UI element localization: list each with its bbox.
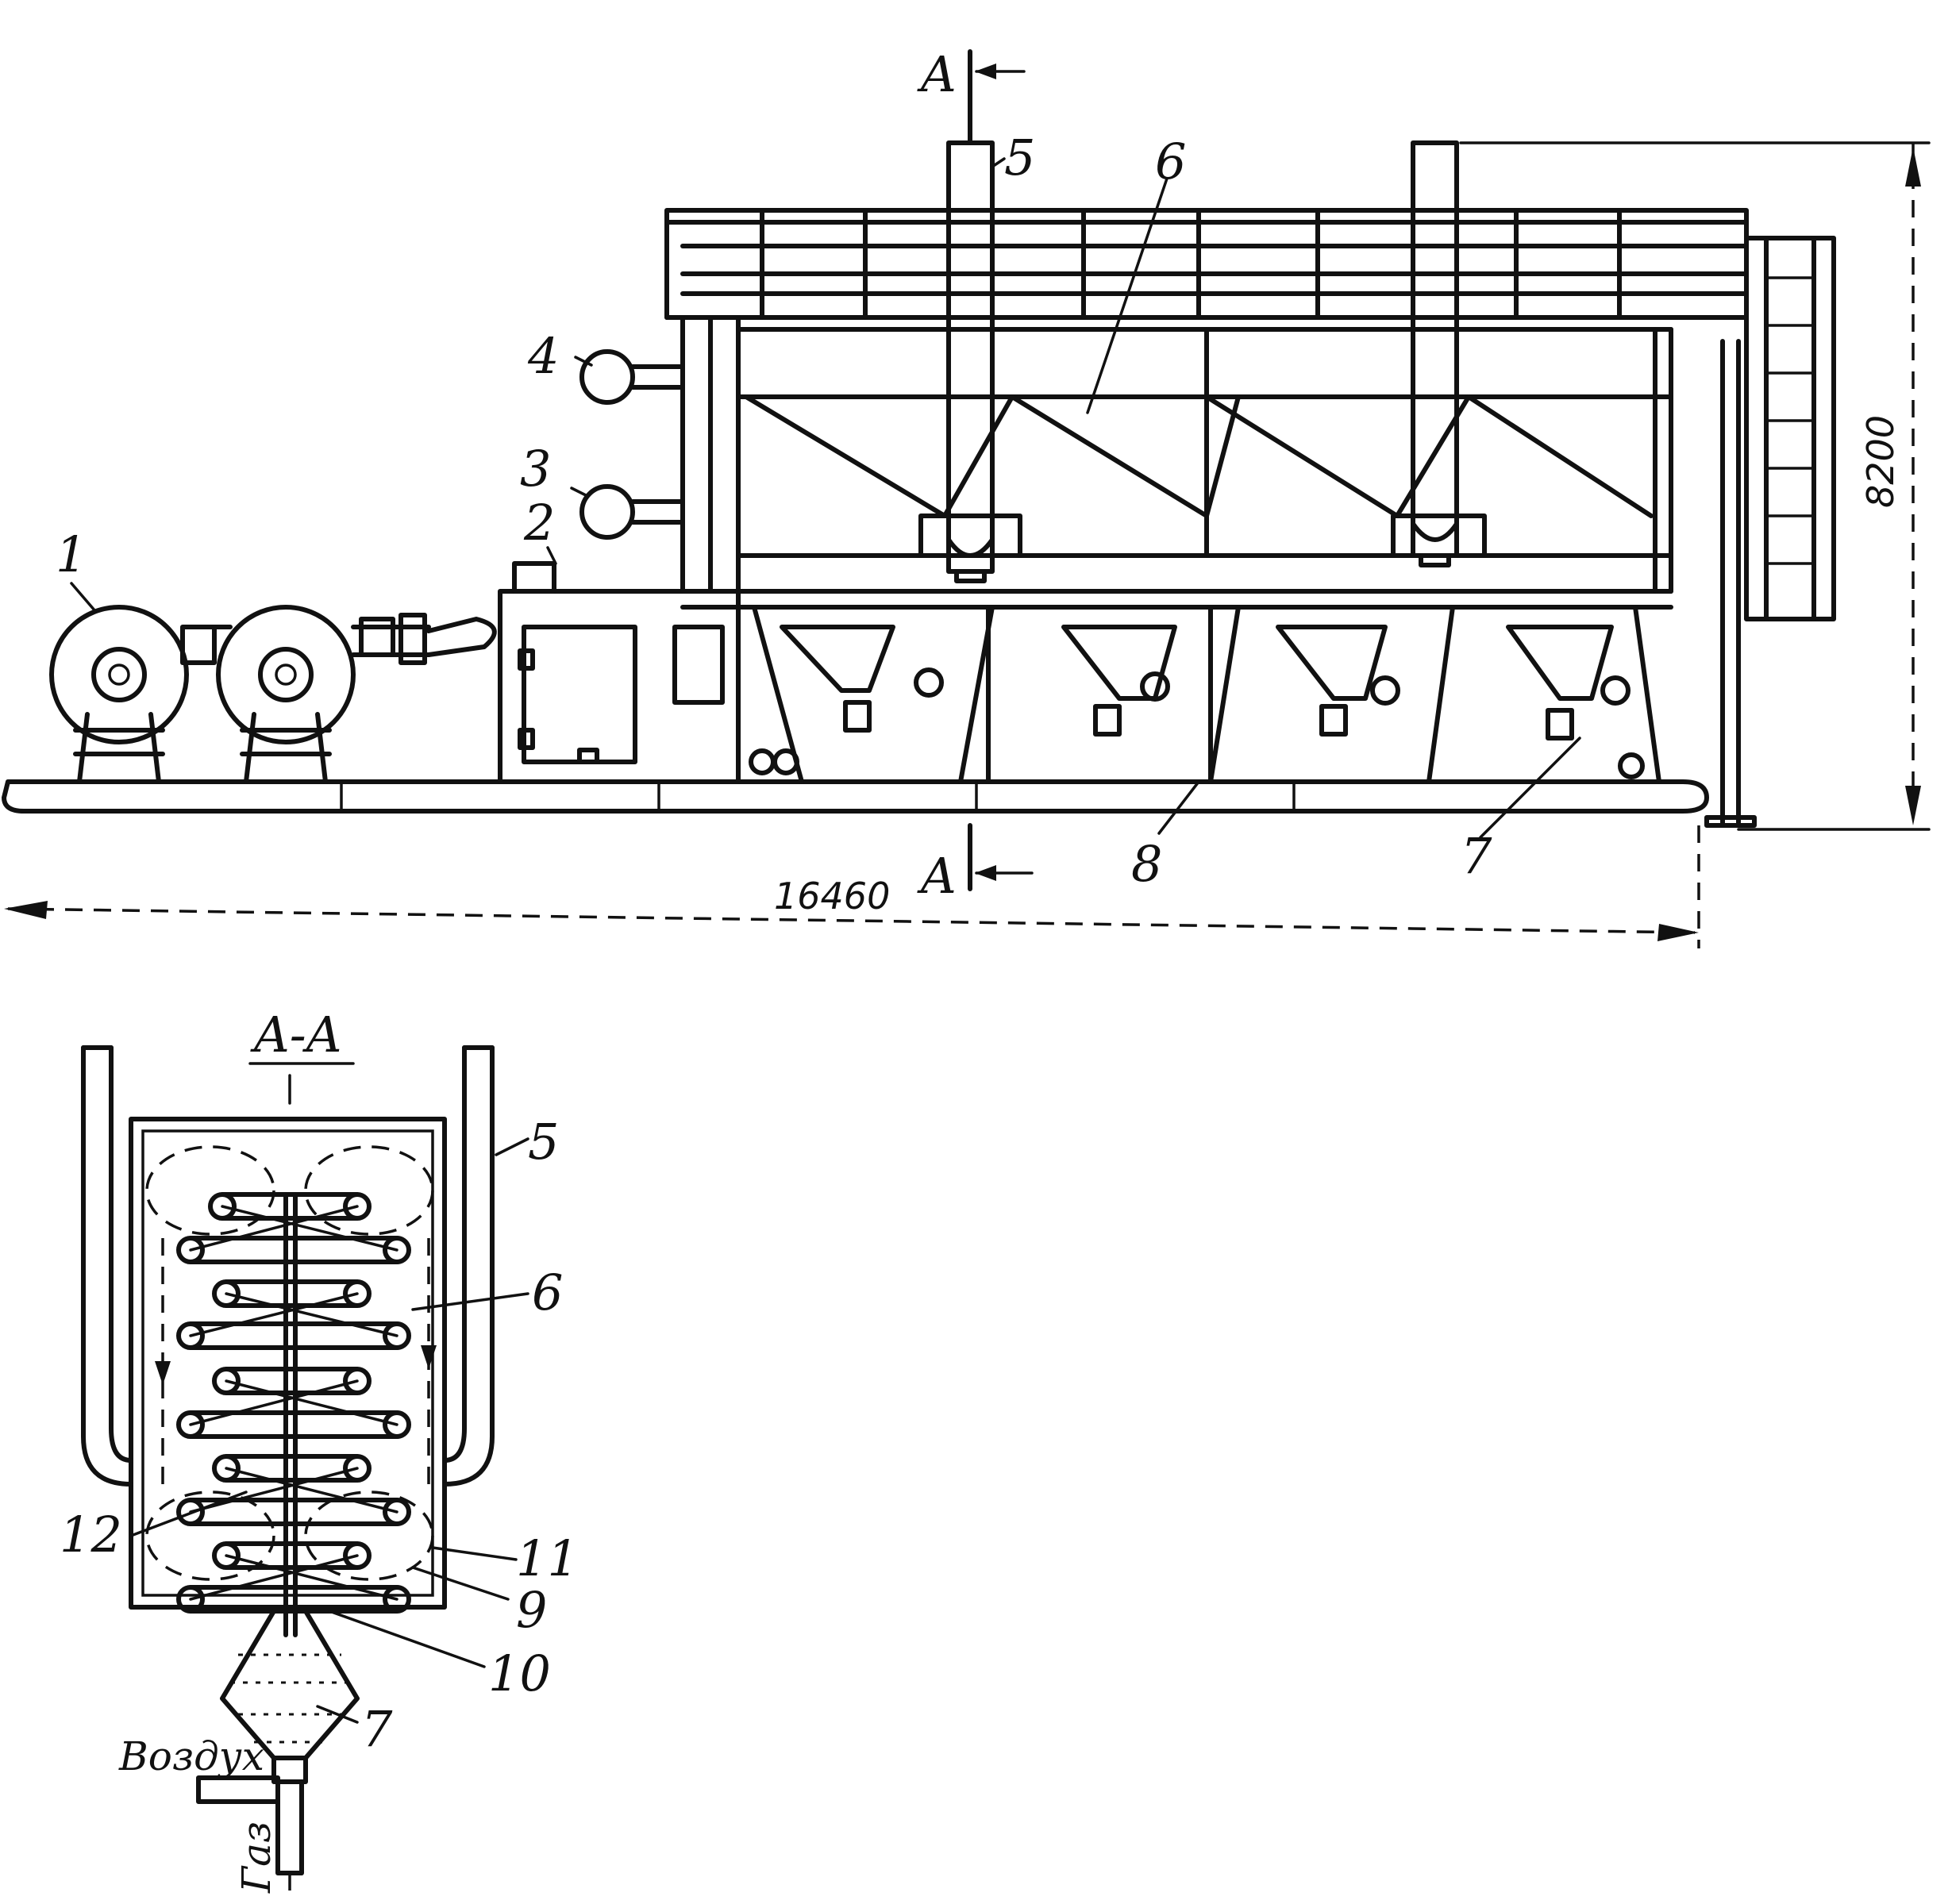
base-frame: [2, 779, 1709, 814]
label-3: 3: [520, 440, 551, 498]
label-9: 9: [516, 1581, 547, 1639]
section-leaders: [129, 1292, 529, 1724]
height-dimension-value: 8200: [1859, 415, 1902, 508]
label-4: 4: [527, 327, 559, 385]
service-ladder: [1704, 236, 1836, 828]
label-5-section: 5: [528, 1113, 559, 1171]
section-cut-bottom: A: [917, 823, 1034, 905]
gas-label: Газ: [233, 1821, 279, 1894]
burner-units: [749, 605, 1661, 784]
label-11: 11: [516, 1529, 579, 1587]
label-10: 10: [488, 1644, 551, 1702]
headers: [570, 349, 685, 540]
section-title: A-A: [250, 1006, 342, 1064]
section-burner: [196, 1609, 360, 1893]
section-cut-top: A: [917, 45, 1026, 145]
length-dimension: 16460: [4, 825, 1700, 948]
fans: [49, 605, 497, 784]
section-marker-top: A: [917, 45, 957, 103]
control-cabinet: [498, 561, 741, 784]
label-2: 2: [523, 494, 555, 552]
section-view: A-A: [60, 1006, 579, 1894]
label-7-section: 7: [361, 1700, 393, 1758]
conveyor-belts: [188, 1192, 399, 1637]
label-7-side: 7: [1461, 827, 1492, 885]
label-12: 12: [60, 1506, 122, 1564]
length-dimension-value: 16460: [774, 875, 890, 917]
height-dimension: 8200: [1459, 141, 1931, 831]
section-marker-bottom: A: [917, 847, 957, 905]
air-label: Воздух: [118, 1733, 264, 1779]
side-view: A A 16460 8200: [2, 45, 1931, 948]
rollers: [176, 1192, 411, 1614]
label-6-side: 6: [1155, 133, 1186, 190]
section-stack-left: [81, 1045, 133, 1487]
side-view-leaders: [70, 157, 1581, 839]
label-1: 1: [56, 525, 87, 583]
label-6-section: 6: [532, 1264, 563, 1321]
label-5-side: 5: [1004, 129, 1035, 187]
label-8: 8: [1131, 835, 1162, 893]
section-stack-right: [442, 1045, 495, 1487]
drying-chamber: [664, 208, 1749, 610]
